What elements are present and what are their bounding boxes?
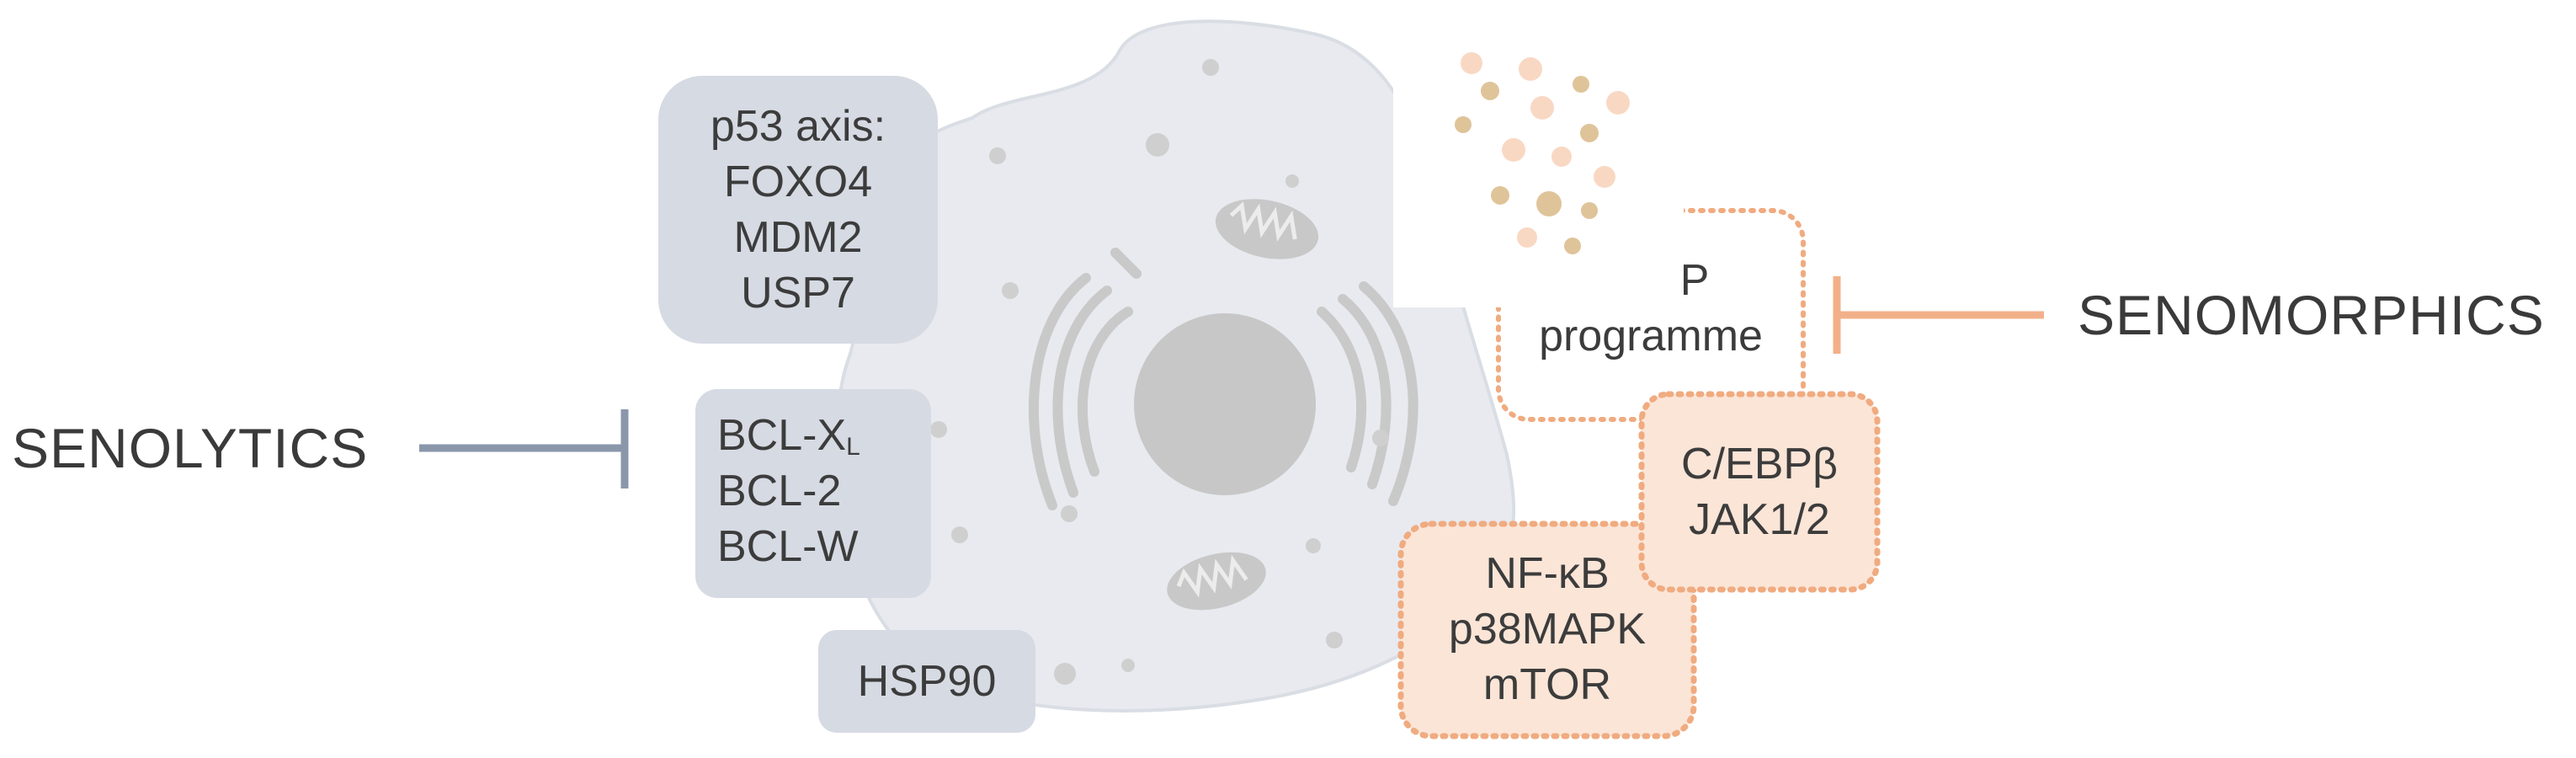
bcl-line-2: BCL-2 xyxy=(717,467,842,515)
p53-line-4: USP7 xyxy=(741,269,855,318)
senomorphics-label: SENOMORPHICS xyxy=(2078,284,2545,346)
mitochondrion-top xyxy=(1215,199,1319,259)
nfkb-line-2: p38MAPK xyxy=(1448,605,1647,654)
senolytics-label: SENOLYTICS xyxy=(12,417,369,479)
p53-line-2: FOXO4 xyxy=(723,157,873,206)
hsp90-box: HSP90 xyxy=(857,657,997,706)
hsp-box-shape xyxy=(818,630,1035,733)
nfkb-box-shape xyxy=(1397,520,1697,739)
bcl-box: BCL-XL BCL-2 BCL-W xyxy=(717,408,860,574)
sasp-line-2: programme xyxy=(1539,312,1763,360)
bcl-xl-main: BCL-X xyxy=(717,411,847,460)
secretion-mask xyxy=(1393,0,1684,307)
senomorphics-inhibitor-arrow xyxy=(1833,276,2044,354)
nucleus xyxy=(1134,313,1316,495)
bcl-box-shape xyxy=(695,389,931,598)
p53-line-3: MDM2 xyxy=(733,213,863,262)
endoplasmic-reticulum-right xyxy=(1317,281,1418,506)
p53-box-shape xyxy=(658,76,938,344)
endoplasmic-reticulum-left xyxy=(1028,248,1142,510)
cebp-box-shape xyxy=(1638,391,1881,593)
nfkb-box: NF-κB p38MAPK mTOR xyxy=(1401,546,1694,713)
mitochondrion-bottom xyxy=(1167,552,1266,611)
cebp-line-1: C/EBPβ xyxy=(1681,440,1838,488)
bcl-line-1: BCL-XL xyxy=(717,408,860,463)
p53-box: p53 axis: FOXO4 MDM2 USP7 xyxy=(658,99,938,321)
bcl-xl-sub: L xyxy=(846,433,860,461)
bcl-line-3: BCL-W xyxy=(717,522,859,571)
nfkb-line-3: mTOR xyxy=(1482,660,1612,709)
senolytics-inhibitor-arrow xyxy=(419,409,629,488)
cell-vesicles xyxy=(930,59,1389,685)
p53-line-1: p53 axis: xyxy=(710,102,886,151)
nfkb-line-1: NF-κB xyxy=(1485,549,1610,598)
cebp-box: C/EBPβ JAK1/2 xyxy=(1642,436,1877,547)
cebp-line-2: JAK1/2 xyxy=(1689,495,1830,544)
